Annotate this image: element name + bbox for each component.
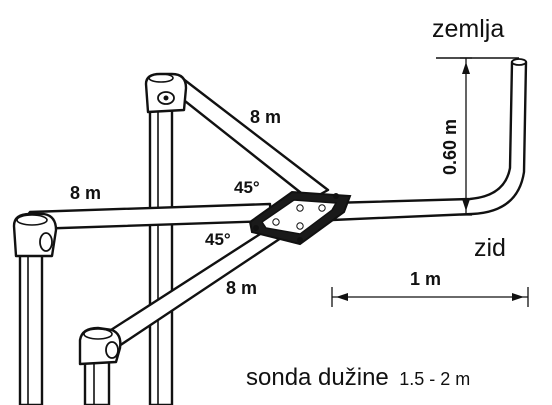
caption-text: sonda dužine (246, 364, 389, 391)
height-dimension (460, 57, 472, 216)
label-width: 1 m (410, 269, 441, 289)
label-angle-upper: 45° (234, 178, 260, 197)
label-upper-arm: 8 m (250, 107, 281, 127)
left-arm-bar (25, 202, 273, 231)
label-left-arm: 8 m (70, 183, 101, 203)
upper-clamp (144, 72, 188, 114)
junction-plate (248, 190, 352, 246)
label-zid: zid (474, 234, 506, 262)
left-post (18, 243, 44, 405)
caption: sonda dužine 1.5 - 2 m (246, 364, 470, 391)
bottom-clamp (78, 326, 122, 366)
right-arm-bar (328, 60, 528, 222)
label-zemlja: zemlja (432, 15, 504, 43)
upper-post (148, 106, 174, 405)
label-height: 0.60 m (440, 119, 460, 175)
rod-top-opening (511, 58, 527, 66)
lower-arm-bar (98, 218, 292, 354)
left-clamp (12, 212, 58, 258)
width-dimension (331, 287, 529, 307)
label-lower-arm: 8 m (226, 278, 257, 298)
caption-range: 1.5 - 2 m (399, 369, 470, 389)
label-angle-lower: 45° (205, 230, 231, 249)
